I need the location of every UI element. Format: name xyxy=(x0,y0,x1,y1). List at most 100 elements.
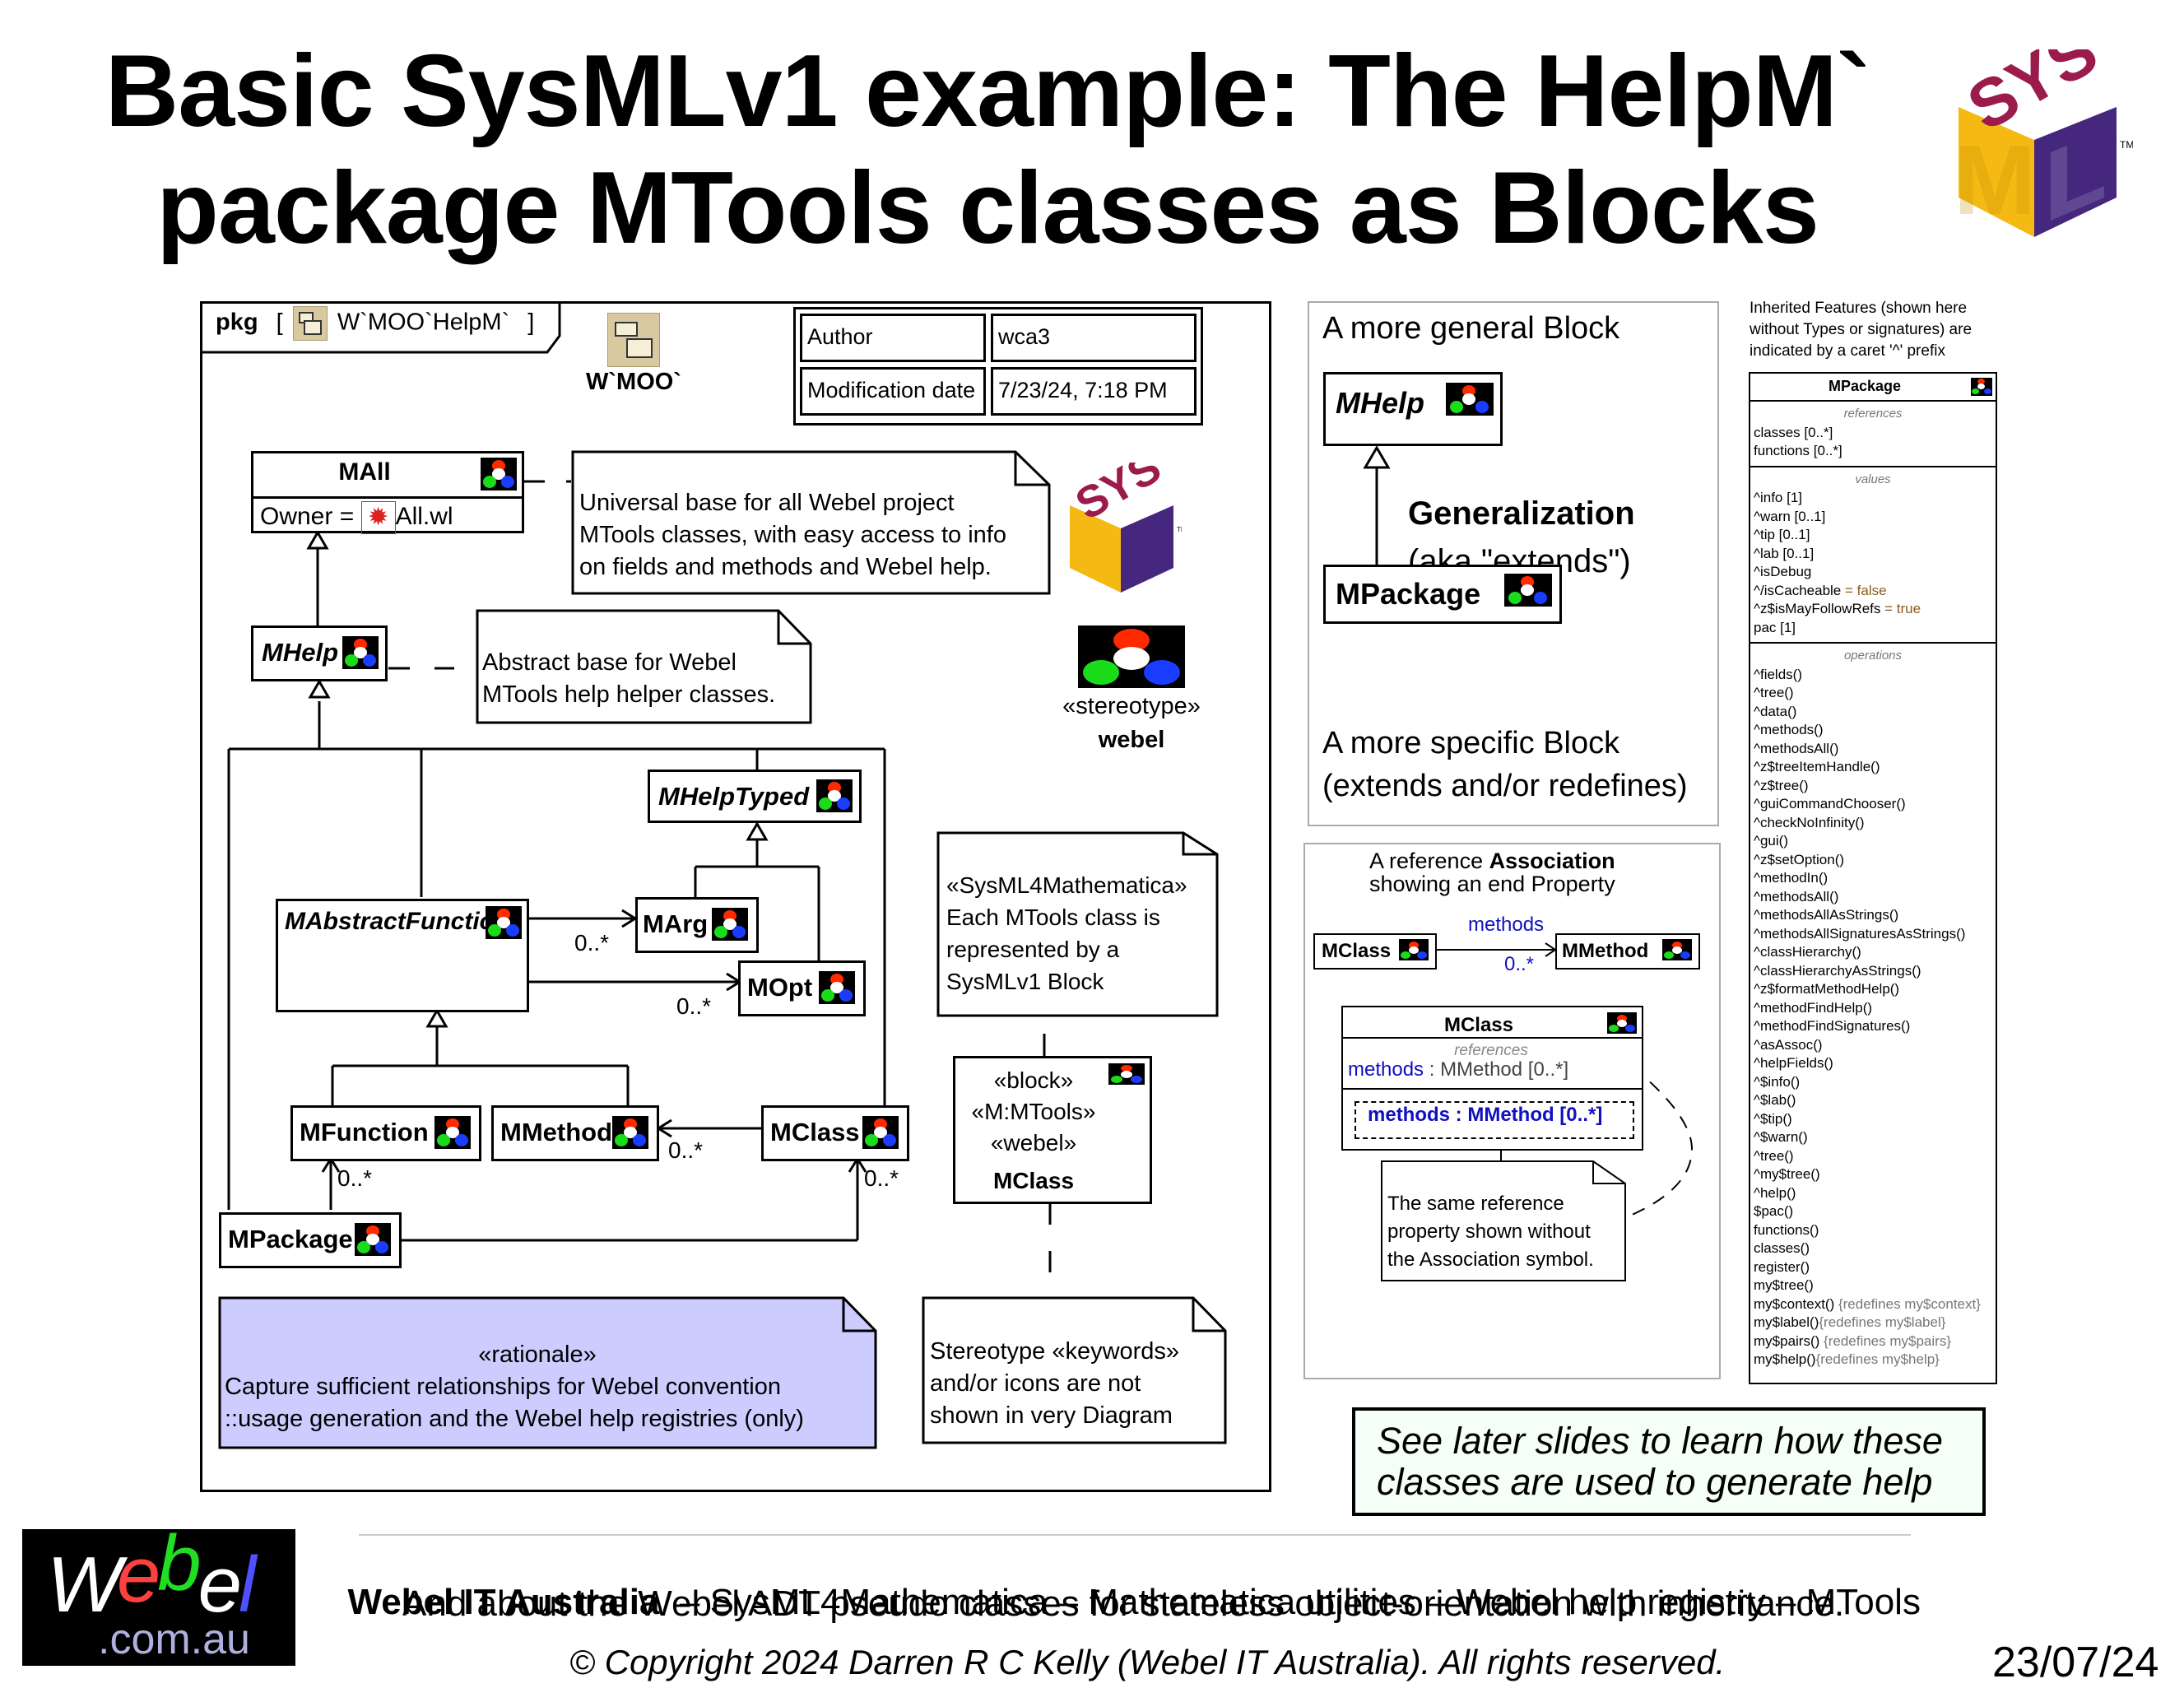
compartment-label: values xyxy=(1855,472,1891,486)
footer-company: Webel IT Australia xyxy=(347,1582,660,1622)
note-same-reference[interactable]: The same reference property shown withou… xyxy=(1381,1160,1628,1282)
assoc-source-mclass[interactable]: MClass xyxy=(1313,933,1437,970)
operation-item: my$help(){redefines my$help} xyxy=(1754,1351,1992,1369)
package-label: W`MOO` xyxy=(586,369,681,395)
assoc-multiplicity: 0..* xyxy=(1504,953,1535,975)
footer-topic: – SysML4Mathematica – Mathematica utilit… xyxy=(659,1582,1921,1622)
note-line: MTools classes, with easy access to info xyxy=(579,522,1006,548)
block-mclass-with-property[interactable]: MClass references methods : MMethod [0..… xyxy=(1341,1006,1643,1151)
value-item: ^info [1] xyxy=(1754,489,1992,508)
note-line: MTools help helper classes. xyxy=(482,681,776,708)
operation-item: ^guiCommandChooser() xyxy=(1754,795,1992,814)
feature-name: ^z$formatMethodHelp() xyxy=(1754,981,1900,997)
reference-part[interactable]: methods : MMethod [0..*] xyxy=(1355,1101,1634,1139)
block-mpackage[interactable]: MPackage xyxy=(219,1212,402,1268)
package-icon xyxy=(607,313,660,367)
info-table: Author wca3 Modification date 7/23/24, 7… xyxy=(793,307,1203,425)
note-universal[interactable]: Universal base for all Webel project MTo… xyxy=(571,450,1052,595)
webel-stereotype-icon xyxy=(486,906,522,939)
webel-stereotype-icon xyxy=(1108,1063,1145,1085)
block-mclass[interactable]: MClass xyxy=(761,1105,909,1161)
feature-name: ^classHierarchy() xyxy=(1754,944,1861,960)
values-list: ^info [1]^warn [0..1]^tip [0..1]^lab [0.… xyxy=(1754,489,1992,637)
operation-item: my$label(){redefines my$label} xyxy=(1754,1314,1992,1332)
property-name: methods xyxy=(1348,1058,1424,1081)
redefines-note: {redefines my$context} xyxy=(1834,1295,1981,1312)
feature-name: ^methodFindSignatures() xyxy=(1754,1018,1911,1034)
block-mhelptyped[interactable]: MHelpTyped xyxy=(648,770,862,823)
assoc-target-mmethod[interactable]: MMethod xyxy=(1555,933,1700,970)
compartment-label: references xyxy=(1454,1042,1528,1059)
webel-stereotype-icon xyxy=(1504,574,1552,607)
operation-item: ^help() xyxy=(1754,1184,1992,1203)
webel-stereotype-icon xyxy=(1399,939,1429,960)
feature-name: register() xyxy=(1754,1258,1810,1275)
general-block-label: A more general Block xyxy=(1322,311,1620,346)
specific-block-mpackage[interactable]: MPackage xyxy=(1323,565,1562,624)
note-line: property shown without xyxy=(1387,1221,1591,1243)
note-shape xyxy=(476,609,812,724)
operation-item: ^methodsAllAsStrings() xyxy=(1754,906,1992,925)
note-line: represented by a xyxy=(946,937,1120,962)
value-item: pac [1] xyxy=(1754,619,1992,638)
operation-item: ^methods() xyxy=(1754,721,1992,740)
references-compartment: references classes [0..*]functions [0..*… xyxy=(1750,402,1996,466)
webel-stereotype-icon xyxy=(1078,625,1185,688)
operations-compartment: operations ^fields()^tree()^data()^metho… xyxy=(1750,644,1996,1374)
operation-item: functions() xyxy=(1754,1221,1992,1240)
generalization-arrow xyxy=(1363,445,1391,565)
note-sysml4mathematica[interactable]: «SysML4Mathematica» Each MTools class is… xyxy=(936,831,1220,1017)
operation-item: ^$lab() xyxy=(1754,1091,1992,1110)
operation-item: ^classHierarchyAsStrings() xyxy=(1754,962,1992,981)
webel-stereotype-icon xyxy=(434,1116,471,1149)
block-mhelp[interactable]: MHelp xyxy=(251,625,388,681)
block-mpackage-features[interactable]: MPackage references classes [0..*]functi… xyxy=(1749,372,1997,1384)
feature-name: classes() xyxy=(1754,1240,1810,1256)
general-block-mhelp[interactable]: MHelp xyxy=(1323,372,1503,446)
assoc-role: methods xyxy=(1468,914,1545,936)
stereotype-webel[interactable]: «stereotype» webel xyxy=(1045,625,1218,798)
note-shape xyxy=(936,831,1219,1017)
feature-name: ^my$tree() xyxy=(1754,1166,1820,1182)
operation-item: ^my$tree() xyxy=(1754,1165,1992,1184)
sysml-logo: SYS M TM xyxy=(1952,13,2134,239)
redefines-note: {redefines my$label} xyxy=(1819,1314,1946,1330)
block-mall[interactable]: MAll Owner = ✹All.wl xyxy=(251,451,524,534)
operation-item: my$pairs() {redefines my$pairs} xyxy=(1754,1332,1992,1351)
reference-property: methods : MMethod [0..*] xyxy=(1348,1058,1568,1081)
note-abstract[interactable]: Abstract base for Webel MTools help help… xyxy=(476,609,813,724)
package-w-moo[interactable]: W`MOO` xyxy=(584,313,683,403)
block-name: MMethod xyxy=(1562,940,1649,962)
frame-kind: pkg xyxy=(216,309,258,336)
block-mfunction[interactable]: MFunction xyxy=(290,1105,481,1161)
value-item: ^isDebug xyxy=(1754,563,1992,582)
operation-item: my$tree() xyxy=(1754,1276,1992,1295)
block-name: MClass xyxy=(1443,1014,1514,1036)
note-stereotype: «rationale» xyxy=(478,1342,597,1368)
specific-block-label: A more specific Block xyxy=(1322,726,1620,760)
stereotype-block: «block» xyxy=(993,1067,1074,1093)
block-marg[interactable]: MArg xyxy=(635,897,759,953)
note-rationale[interactable]: «rationale» Capture sufficient relations… xyxy=(218,1296,878,1449)
block-name: MClass xyxy=(1322,940,1392,962)
operation-item: ^tree() xyxy=(1754,1147,1992,1166)
block-mabstractfunction[interactable]: MAbstractFunction xyxy=(276,899,529,1012)
feature-name: functions() xyxy=(1754,1221,1819,1238)
caption-line: without Types or signatures) are xyxy=(1750,321,1973,338)
operation-item: ^tree() xyxy=(1754,684,1992,703)
webel-stereotype-icon xyxy=(819,971,855,1004)
references-list: classes [0..*]functions [0..*] xyxy=(1754,424,1992,461)
wolfram-icon: ✹ xyxy=(360,501,396,534)
block-name: MHelp xyxy=(1336,386,1424,420)
feature-name: ^z$setOption() xyxy=(1754,851,1845,867)
value-item: ^warn [0..1] xyxy=(1754,508,1992,527)
block-mmethod[interactable]: MMethod xyxy=(491,1105,659,1161)
feature-name: ^checkNoInfinity() xyxy=(1754,814,1865,830)
block-name: MHelp xyxy=(262,638,338,667)
info-row-modification-date: Modification date 7/23/24, 7:18 PM xyxy=(800,367,1197,416)
note-keywords[interactable]: Stereotype «keywords» and/or icons are n… xyxy=(922,1296,1228,1444)
operation-item: ^z$setOption() xyxy=(1754,851,1992,870)
block-mclass-full[interactable]: «block» «M:MTools» «webel» MClass xyxy=(953,1056,1152,1204)
block-mopt[interactable]: MOpt xyxy=(738,960,866,1016)
title-line-2: package MTools classes as Blocks xyxy=(156,151,1819,265)
